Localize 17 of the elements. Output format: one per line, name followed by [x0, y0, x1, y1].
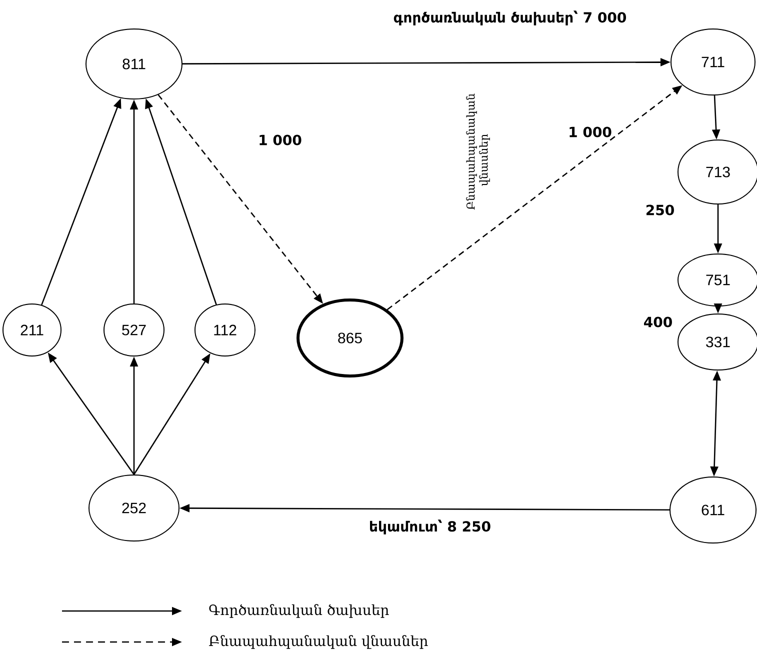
edge-label: 1 000: [260, 134, 302, 146]
edge-label: 250: [646, 204, 674, 216]
edge-label: գործառնական ծախսեր՝ 7 000: [394, 10, 626, 26]
ellipse-node: 811: [86, 28, 182, 100]
edge-label: 400: [644, 316, 672, 328]
ellipse-node: 211: [2, 304, 62, 356]
edge-label: 1 000: [570, 126, 612, 138]
ellipse-node: 711: [670, 28, 756, 96]
legend-text: Գործառնական ծախսեր: [209, 604, 389, 618]
ellipse-node: 865: [296, 298, 404, 378]
edge-label: եկամուտ՝ 8 250: [370, 520, 490, 534]
ellipse-node: 527: [104, 304, 164, 356]
ellipse-node: 611: [670, 476, 756, 544]
rotated-label: Բնապահպանական վնասներ: [466, 94, 490, 210]
legend-text: Բնապահպանական վնասներ: [209, 635, 428, 649]
ellipse-node: 252: [88, 474, 180, 542]
ellipse-node: 112: [194, 304, 256, 356]
